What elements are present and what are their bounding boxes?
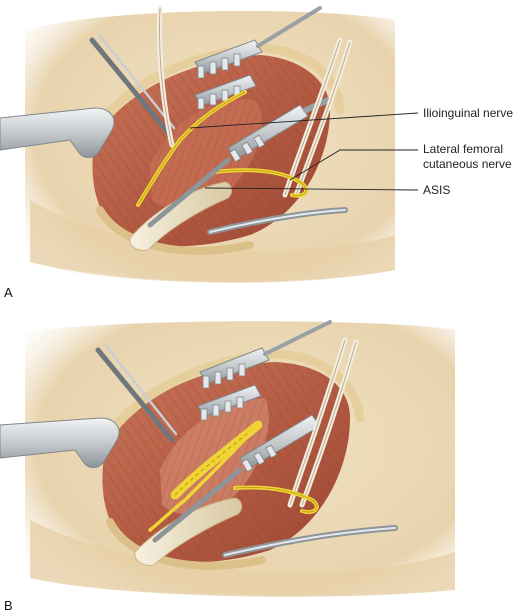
elevator-instrument <box>152 467 243 543</box>
thigh-contour <box>30 520 455 597</box>
hand-retractor-left <box>0 107 115 158</box>
forceps <box>95 344 178 443</box>
panel-b: B <box>0 320 455 613</box>
leader-lfcn <box>289 149 418 181</box>
label-ilioinguinal-nerve: Ilioinguinal nerve <box>423 106 513 120</box>
elevator-instrument <box>147 157 231 228</box>
hand-retractor-left <box>0 417 120 468</box>
label-lfcn-line2: cutaneous nerve <box>423 157 512 171</box>
toothed-retractor-middle <box>197 384 262 421</box>
wound-rim-lower <box>106 518 266 570</box>
toothed-retractor-lower <box>239 414 321 473</box>
panel-letter-a: A <box>4 285 13 300</box>
label-asis: ASIS <box>423 183 450 197</box>
wound-rim-lower <box>96 206 254 255</box>
toothed-retractor-upper <box>199 320 332 389</box>
panel-a: Ilioinguinal nerve Lateral femoral cutan… <box>0 5 513 300</box>
leader-asis <box>204 187 419 191</box>
leader-ilioinguinal <box>189 112 419 129</box>
ilioinguinal-nerve <box>148 423 260 532</box>
panel-letter-b: B <box>4 598 13 613</box>
toothed-retractor-upper <box>194 6 322 79</box>
thigh-contour <box>30 200 395 282</box>
forceps <box>89 34 176 138</box>
label-lfcn-line1: Lateral femoral <box>423 142 503 156</box>
